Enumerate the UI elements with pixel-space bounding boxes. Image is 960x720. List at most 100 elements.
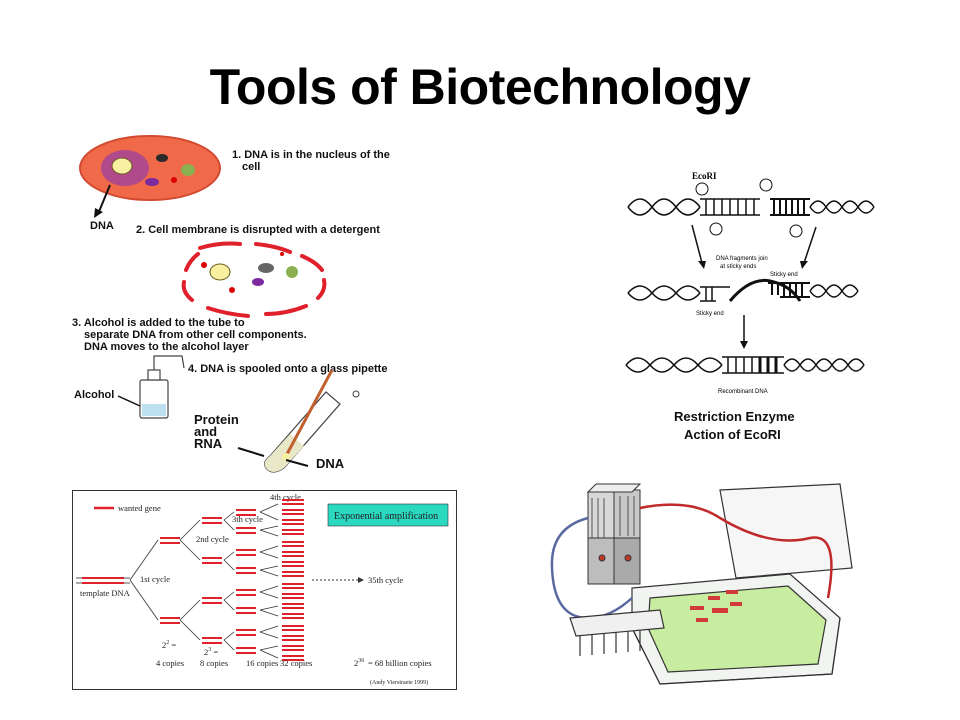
dna-tube-label: DNA — [316, 456, 345, 471]
generation-4-copies — [236, 509, 256, 654]
arrow-head — [698, 261, 706, 269]
organelle-icon — [171, 177, 177, 183]
step-3-text: 3. Alcohol is added to the tube to — [72, 317, 245, 329]
dna-out-arrow — [285, 459, 309, 467]
gel-box-icon — [631, 483, 853, 685]
legend-label: wanted gene — [118, 503, 161, 513]
wash-bottle-icon — [139, 355, 185, 419]
cycle-35-label: 35th cycle — [368, 575, 403, 585]
copies-32: 32 copies — [280, 658, 312, 668]
template-dna — [76, 577, 130, 584]
test-tube-icon — [264, 369, 341, 473]
step-1-text-2: cell — [242, 161, 260, 173]
enzyme-name: EcoRI — [692, 171, 717, 181]
arrow-head — [800, 261, 808, 269]
exp-36: 236 — [354, 658, 364, 668]
pcr-amplification-diagram: wanted gene Exponential amplification te… — [72, 490, 457, 690]
rna-label: RNA — [194, 436, 223, 451]
base-pairs — [700, 198, 760, 216]
copies-16: 16 copies — [246, 658, 278, 668]
generation-3-copies — [202, 517, 222, 644]
restriction-enzyme-diagram: EcoRI DNA fragments join at sticky ends … — [625, 171, 875, 442]
enzyme-icon — [789, 224, 803, 238]
branch-lines — [129, 511, 235, 651]
pcr-credit: (Andy Vierstraete 1999) — [370, 679, 428, 686]
alcohol-arrow — [117, 395, 141, 407]
caption-line-2: Action of EcoRI — [684, 427, 781, 442]
step-1-text: 1. DNA is in the nucleus of the — [232, 149, 390, 161]
fragments-join-text-2: at sticky ends — [720, 264, 756, 270]
slide-title: Tools of Biotechnology — [209, 59, 751, 115]
gel-bands — [690, 590, 742, 622]
nucleus-dna-icon — [111, 157, 133, 175]
arrow-head — [740, 341, 748, 349]
generation-5-branches — [259, 503, 279, 659]
arrow-head — [94, 208, 103, 218]
recombinant-base-pairs — [722, 356, 784, 374]
enzyme-icon — [695, 182, 709, 196]
organelle-icon — [286, 266, 298, 278]
organelle-icon — [201, 262, 207, 268]
recombinant-label: Recombinant DNA — [718, 389, 768, 395]
sticky-end-bottom: Sticky end — [696, 311, 724, 317]
arrow-right-down — [803, 226, 817, 264]
organelle-icon — [280, 252, 284, 256]
cycle-2-label: 2nd cycle — [196, 534, 229, 544]
dna-helix-middle-left — [627, 285, 701, 301]
sticky-fragment-left — [700, 286, 730, 302]
sticky-fragment-right — [768, 282, 810, 298]
dna-label: DNA — [90, 220, 114, 232]
template-label: template DNA — [80, 588, 131, 598]
caption-line-1: Restriction Enzyme — [674, 409, 795, 424]
fragments-join-text: DNA fragments join — [716, 256, 768, 262]
organelle-icon — [156, 154, 168, 162]
sticky-end-top: Sticky end — [770, 272, 798, 278]
arrow-left-down — [691, 224, 703, 264]
copies-8: 8 copies — [200, 658, 228, 668]
highlight-box — [327, 503, 449, 527]
fragment-top-right — [770, 198, 810, 216]
dna-helix-top-right — [809, 200, 875, 214]
sticky-end-curve — [728, 278, 802, 302]
and-label: and — [194, 424, 217, 439]
generation-5-copies — [282, 499, 304, 661]
step-3-text-3: DNA moves to the alcohol layer — [84, 341, 249, 353]
exp-3: 23 = — [204, 647, 218, 657]
step-4-text: 4. DNA is spooled onto a glass pipette — [188, 363, 387, 375]
organelle-icon — [145, 178, 159, 186]
power-supply-icon — [586, 483, 642, 585]
step-3-text-2: separate DNA from other cell components. — [84, 329, 307, 341]
red-lead — [639, 503, 833, 599]
protein-arrow — [237, 447, 265, 457]
dna-helix-top-left — [627, 198, 701, 216]
cycle-4-label: 4th cycle — [270, 492, 301, 502]
highlight-box-label: Exponential amplification — [334, 511, 438, 522]
enzyme-icon — [709, 222, 723, 236]
comb-icon — [569, 609, 665, 656]
cycle-3-label: 3th cycle — [232, 514, 263, 524]
arrow-head — [358, 577, 364, 583]
step-2-text: 2. Cell membrane is disrupted with a det… — [136, 224, 380, 236]
organelle-icon — [229, 287, 235, 293]
sample-droplet — [352, 390, 360, 398]
disrupted-membrane — [181, 241, 327, 318]
organelle-icon — [181, 164, 195, 176]
organelle-icon — [252, 278, 264, 286]
enzyme-icon — [759, 178, 773, 192]
organelle-icon — [258, 263, 274, 273]
gel-electrophoresis-illustration — [550, 483, 853, 685]
exp-2: 22 = — [162, 640, 176, 650]
dna-arrow — [97, 184, 111, 215]
recombinant-helix-right — [783, 358, 865, 372]
recombinant-helix-left — [625, 357, 723, 373]
generation-2-copies — [160, 537, 180, 624]
dna-extraction-diagram: DNA 1. DNA is in the nucleus of the cell… — [72, 135, 390, 473]
protein-label: Protein — [194, 412, 239, 427]
alcohol-label: Alcohol — [74, 389, 114, 401]
dna-helix-middle-right — [809, 284, 859, 298]
cycle-1-label: 1st cycle — [140, 574, 170, 584]
blue-lead — [550, 516, 633, 620]
copies-68-billion: = 68 billion copies — [368, 658, 432, 668]
dna-blob-icon — [209, 263, 231, 281]
copies-4: 4 copies — [156, 658, 184, 668]
